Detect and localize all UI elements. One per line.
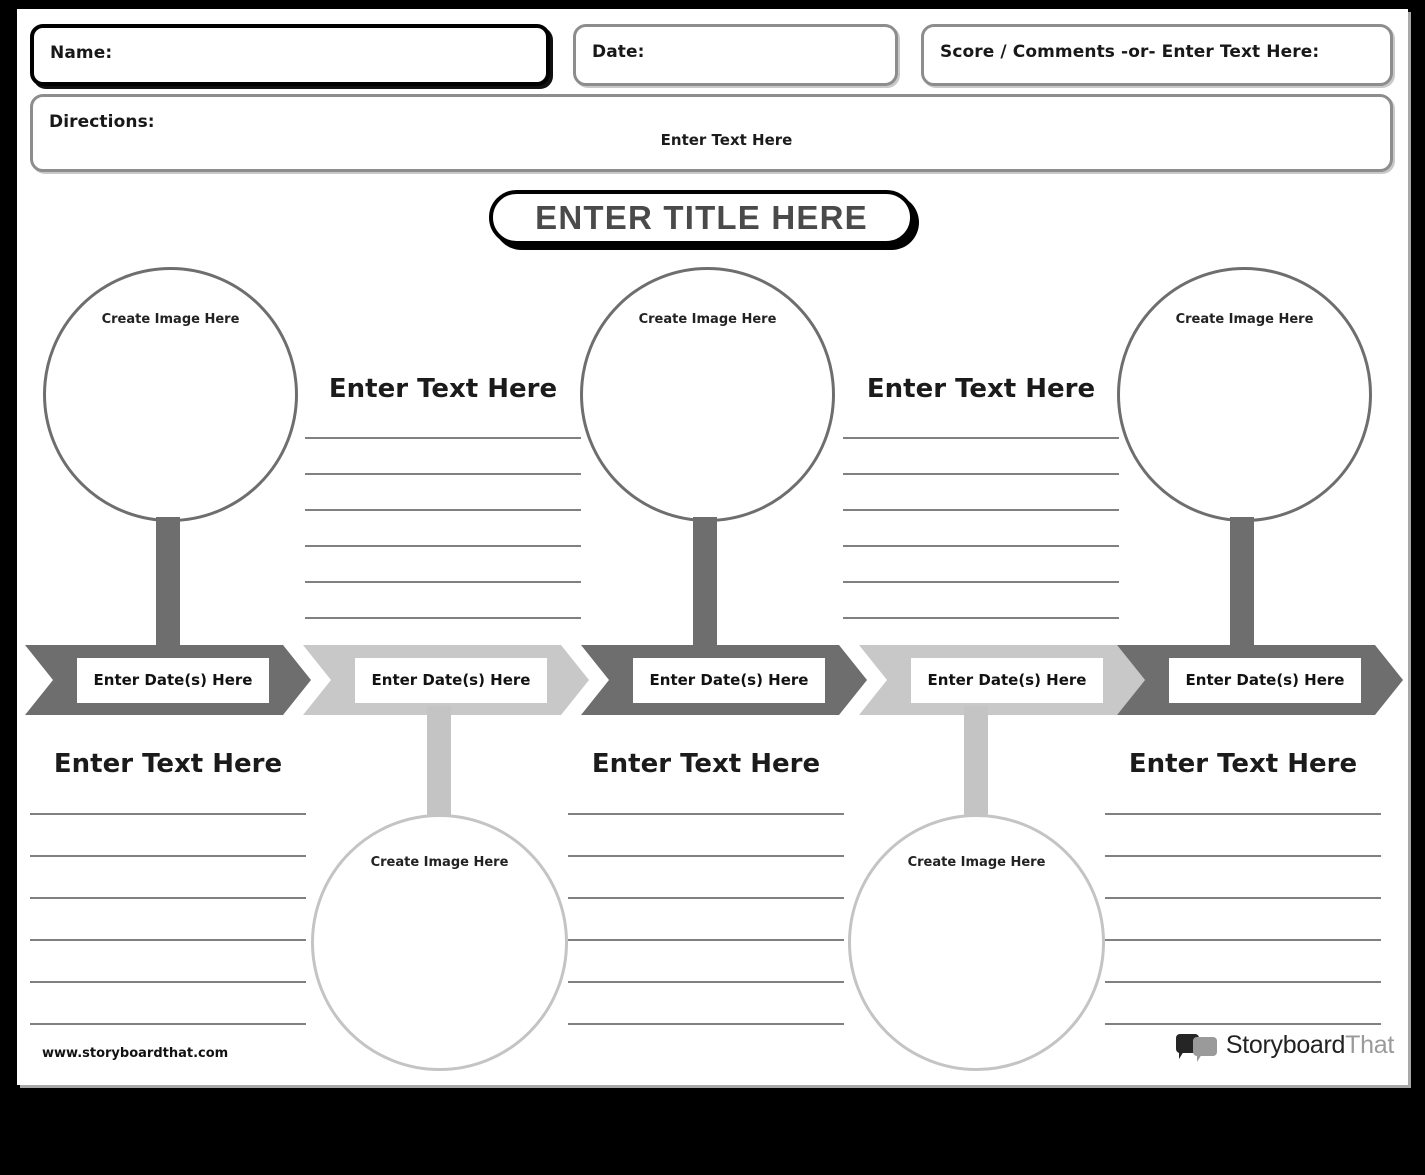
timeline-step-4[interactable]: Enter Date(s) Here — [859, 645, 1145, 715]
write-line[interactable] — [1105, 855, 1381, 857]
write-line[interactable] — [843, 617, 1119, 619]
top-stem-1 — [156, 517, 180, 647]
top-stem-2 — [693, 517, 717, 647]
top-circle-1[interactable]: Create Image Here — [43, 267, 298, 522]
brand-name-part1: Storyboard — [1225, 1031, 1346, 1059]
top-text-block-1[interactable]: Enter Text Here — [305, 374, 581, 629]
directions-field[interactable]: Directions: Enter Text Here — [30, 94, 1393, 172]
name-label: Name: — [50, 43, 113, 63]
page-title: ENTER TITLE HERE — [535, 198, 868, 236]
write-line[interactable] — [843, 473, 1119, 475]
top-stem-3 — [1230, 517, 1254, 647]
write-line[interactable] — [30, 939, 306, 941]
bottom-stem-2 — [964, 706, 988, 821]
top-text-block-2-heading: Enter Text Here — [866, 374, 1096, 404]
write-line[interactable] — [30, 855, 306, 857]
write-line[interactable] — [568, 897, 844, 899]
speech-bubbles-icon — [1175, 1032, 1218, 1062]
timeline-step-1[interactable]: Enter Date(s) Here — [25, 645, 311, 715]
timeline-arrows: Enter Date(s) Here Enter Date(s) Here En… — [17, 645, 1408, 715]
write-line[interactable] — [843, 437, 1119, 439]
timeline-step-3[interactable]: Enter Date(s) Here — [581, 645, 867, 715]
bottom-text-block-2-heading: Enter Text Here — [591, 749, 821, 779]
top-circle-2[interactable]: Create Image Here — [580, 267, 835, 522]
bottom-text-block-2-lines[interactable] — [568, 813, 844, 1065]
top-text-block-1-lines[interactable] — [305, 437, 581, 653]
bottom-text-block-1-lines[interactable] — [30, 813, 306, 1065]
write-line[interactable] — [843, 509, 1119, 511]
write-line[interactable] — [568, 855, 844, 857]
write-line[interactable] — [1105, 813, 1381, 815]
bottom-circle-1[interactable]: Create Image Here — [311, 814, 568, 1071]
bottom-circle-2-label: Create Image Here — [907, 855, 1046, 870]
write-line[interactable] — [568, 1023, 844, 1025]
bottom-text-block-3-heading: Enter Text Here — [1128, 749, 1358, 779]
score-comments-label: Score / Comments -or- Enter Text Here: — [940, 42, 1320, 62]
write-line[interactable] — [568, 813, 844, 815]
bottom-circle-2[interactable]: Create Image Here — [848, 814, 1105, 1071]
date-label: Date: — [592, 42, 645, 62]
write-line[interactable] — [1105, 981, 1381, 983]
bottom-stem-1 — [427, 706, 451, 821]
top-text-block-1-heading: Enter Text Here — [328, 374, 558, 404]
brand-name-part2: That — [1345, 1031, 1394, 1059]
write-line[interactable] — [568, 981, 844, 983]
bottom-circle-1-label: Create Image Here — [370, 855, 509, 870]
write-line[interactable] — [305, 545, 581, 547]
write-line[interactable] — [1105, 1023, 1381, 1025]
bottom-text-block-1[interactable]: Enter Text Here — [30, 749, 306, 1029]
top-circle-3[interactable]: Create Image Here — [1117, 267, 1372, 522]
top-text-block-2[interactable]: Enter Text Here — [843, 374, 1119, 629]
write-line[interactable] — [305, 473, 581, 475]
write-line[interactable] — [843, 581, 1119, 583]
name-field[interactable]: Name: — [30, 24, 550, 86]
score-comments-field[interactable]: Score / Comments -or- Enter Text Here: — [921, 24, 1393, 86]
site-url[interactable]: www.storyboardthat.com — [42, 1046, 229, 1061]
top-circle-3-label: Create Image Here — [1175, 312, 1314, 327]
timeline-step-5-date[interactable]: Enter Date(s) Here — [1169, 658, 1361, 703]
write-line[interactable] — [305, 617, 581, 619]
top-text-block-2-lines[interactable] — [843, 437, 1119, 653]
timeline-step-4-date[interactable]: Enter Date(s) Here — [911, 658, 1103, 703]
bottom-text-block-1-heading: Enter Text Here — [53, 749, 283, 779]
date-field[interactable]: Date: — [573, 24, 898, 86]
write-line[interactable] — [305, 509, 581, 511]
title-banner[interactable]: ENTER TITLE HERE — [489, 190, 919, 250]
directions-placeholder[interactable]: Enter Text Here — [660, 131, 793, 149]
top-circle-1-label: Create Image Here — [101, 312, 240, 327]
title-box[interactable]: ENTER TITLE HERE — [489, 190, 914, 245]
write-line[interactable] — [30, 981, 306, 983]
write-line[interactable] — [305, 581, 581, 583]
write-line[interactable] — [30, 1023, 306, 1025]
timeline-step-2[interactable]: Enter Date(s) Here — [303, 645, 589, 715]
bottom-text-block-3-lines[interactable] — [1105, 813, 1381, 1065]
write-line[interactable] — [1105, 939, 1381, 941]
timeline-step-3-date[interactable]: Enter Date(s) Here — [633, 658, 825, 703]
worksheet-page: Name: Date: Score / Comments -or- Enter … — [17, 9, 1408, 1085]
timeline-step-2-date[interactable]: Enter Date(s) Here — [355, 658, 547, 703]
write-line[interactable] — [305, 437, 581, 439]
timeline-step-1-date[interactable]: Enter Date(s) Here — [77, 658, 269, 703]
top-circle-2-label: Create Image Here — [638, 312, 777, 327]
timeline-step-5[interactable]: Enter Date(s) Here — [1117, 645, 1403, 715]
write-line[interactable] — [30, 813, 306, 815]
storyboardthat-logo[interactable]: Storyboard That — [1175, 1031, 1394, 1062]
bottom-text-block-2[interactable]: Enter Text Here — [568, 749, 844, 1029]
write-line[interactable] — [568, 939, 844, 941]
directions-label: Directions: — [49, 112, 155, 132]
write-line[interactable] — [30, 897, 306, 899]
bottom-text-block-3[interactable]: Enter Text Here — [1105, 749, 1381, 1029]
write-line[interactable] — [1105, 897, 1381, 899]
write-line[interactable] — [843, 545, 1119, 547]
